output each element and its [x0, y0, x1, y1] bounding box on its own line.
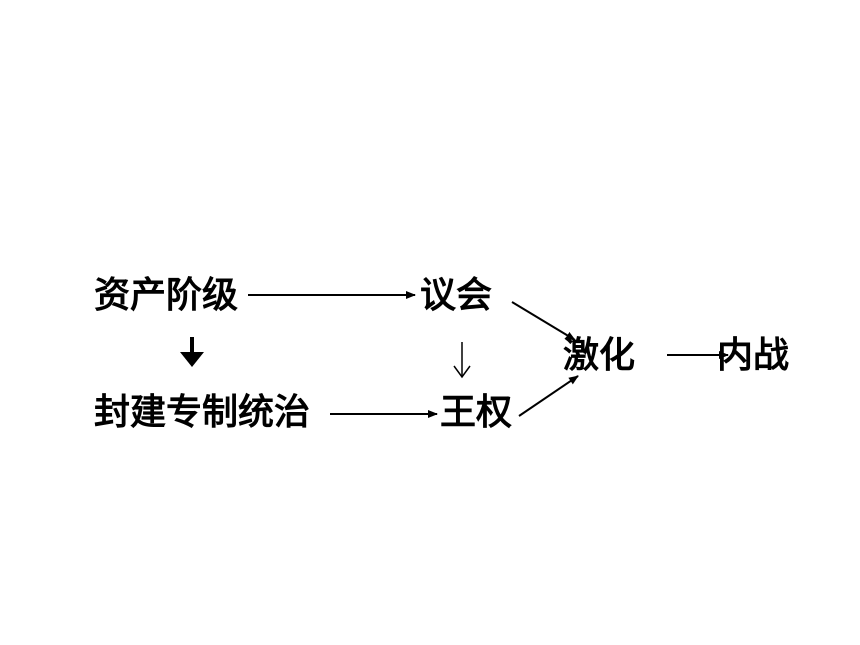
node-royal-power: 王权: [440, 392, 513, 433]
thin-down-arrow-parliament-to-royal: [453, 342, 471, 379]
node-feudal-autocracy: 封建专制统治: [94, 392, 311, 433]
node-intensify: 激化: [563, 335, 636, 376]
bold-down-arrow-bourgeoisie-to-feudal: [180, 337, 204, 367]
arrow-royal-to-intensify: [518, 375, 579, 417]
arrow-parliament-to-intensify: [511, 301, 576, 341]
node-civil-war: 内战: [717, 335, 790, 376]
node-bourgeoisie: 资产阶级: [94, 275, 239, 316]
node-parliament: 议会: [420, 275, 493, 316]
